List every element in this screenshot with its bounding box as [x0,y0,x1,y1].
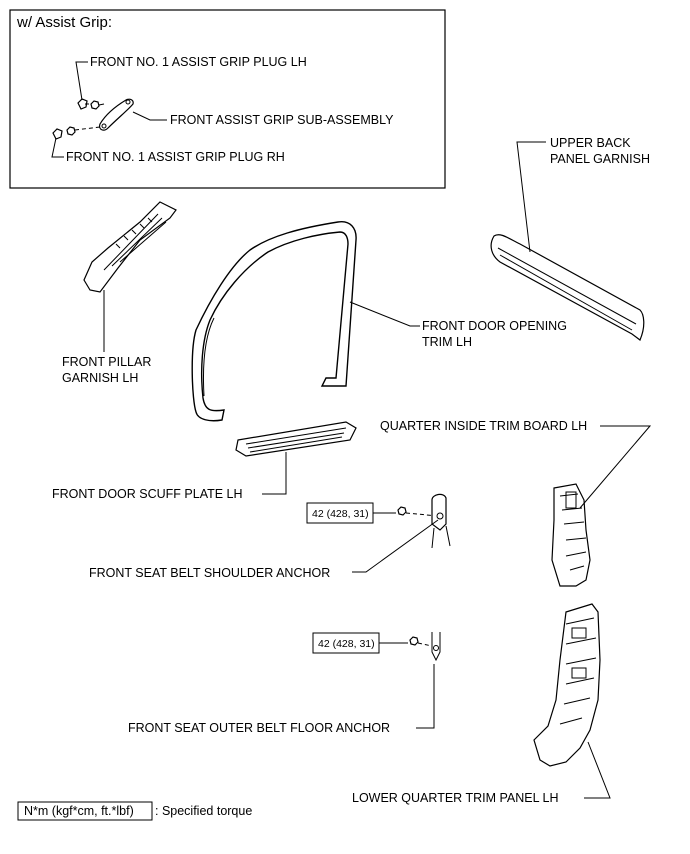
leader-floor-anchor [416,664,435,729]
quarter-board-ribs [559,493,587,571]
leader-plug-rh [51,137,64,158]
garnish-edge-line [497,247,637,325]
legend-description: : Specified torque [155,804,252,818]
lower-panel-ribs [559,617,597,725]
leader-shoulder-anchor [352,519,439,573]
floor-bolt-axis [417,642,433,647]
label-scuff: FRONT DOOR SCUFF PLATE LH [52,487,243,501]
label-door-trim-2: TRIM LH [422,335,472,349]
label-grip-sub: FRONT ASSIST GRIP SUB-ASSEMBLY [170,113,394,127]
inset-title: w/ Assist Grip: [16,14,112,31]
leader-upper-back [516,141,546,253]
label-quarter-inside: QUARTER INSIDE TRIM BOARD LH [380,419,587,433]
torque-value-shoulder: 42 (428, 31) [312,508,369,520]
front-assist-grip [99,98,134,131]
lower-panel-slot-1 [571,627,587,639]
front-pillar-garnish [83,201,177,293]
grip-bolt-upper [90,100,105,110]
label-floor-anchor: FRONT SEAT OUTER BELT FLOOR ANCHOR [128,721,390,735]
floor-anchor-hole [433,645,439,651]
label-plug-rh: FRONT NO. 1 ASSIST GRIP PLUG RH [66,150,285,164]
grip-bolt-lower [66,126,76,136]
leader-quarter-inside [579,425,652,509]
quarter-board-slot [565,491,577,509]
leader-lower-quarter [584,741,611,799]
label-upper-back-1: UPPER BACK [550,136,631,150]
upper-back-panel-garnish [490,234,645,341]
leader-door-trim [349,301,420,327]
torque-value-floor: 42 (428, 31) [318,638,375,650]
lower-panel-slot-2 [571,667,587,679]
label-door-trim-1: FRONT DOOR OPENING [422,319,567,333]
front-door-scuff-plate [235,421,357,457]
shoulder-anchor-bracket [431,493,447,531]
pillar-rib-lines [103,213,167,271]
floor-anchor-plate [431,632,441,662]
label-front-pillar-1: FRONT PILLAR [62,355,151,369]
trim-inner-line [203,317,215,397]
shoulder-belt-lines [431,525,451,549]
label-front-pillar-2: GARNISH LH [62,371,138,385]
scuff-texture [245,427,347,453]
legend-unit-text: N*m (kgf*cm, ft.*lbf) [24,804,134,818]
shoulder-anchor-bolt [397,506,407,516]
leader-plug-lh [75,61,88,101]
garnish-edge-line-2 [499,254,633,331]
grip-bolt-hole-upper [125,99,131,105]
label-shoulder-anchor: FRONT SEAT BELT SHOULDER ANCHOR [89,566,330,580]
floor-anchor-bolt [409,636,419,646]
leader-scuff [262,452,287,495]
quarter-inside-trim-board [551,483,591,587]
label-plug-lh: FRONT NO. 1 ASSIST GRIP PLUG LH [90,55,307,69]
grip-bolt-hole-lower [101,123,107,129]
front-door-opening-trim [191,221,357,422]
lower-quarter-trim-panel [533,603,601,767]
leader-grip-sub [132,111,167,121]
shoulder-bolt-axis [405,512,439,517]
pillar-hatch [115,217,153,249]
shoulder-anchor-hole [436,512,444,520]
label-lower-quarter: LOWER QUARTER TRIM PANEL LH [352,791,559,805]
label-upper-back-2: PANEL GARNISH [550,152,650,166]
legend-unit-box [17,801,153,821]
